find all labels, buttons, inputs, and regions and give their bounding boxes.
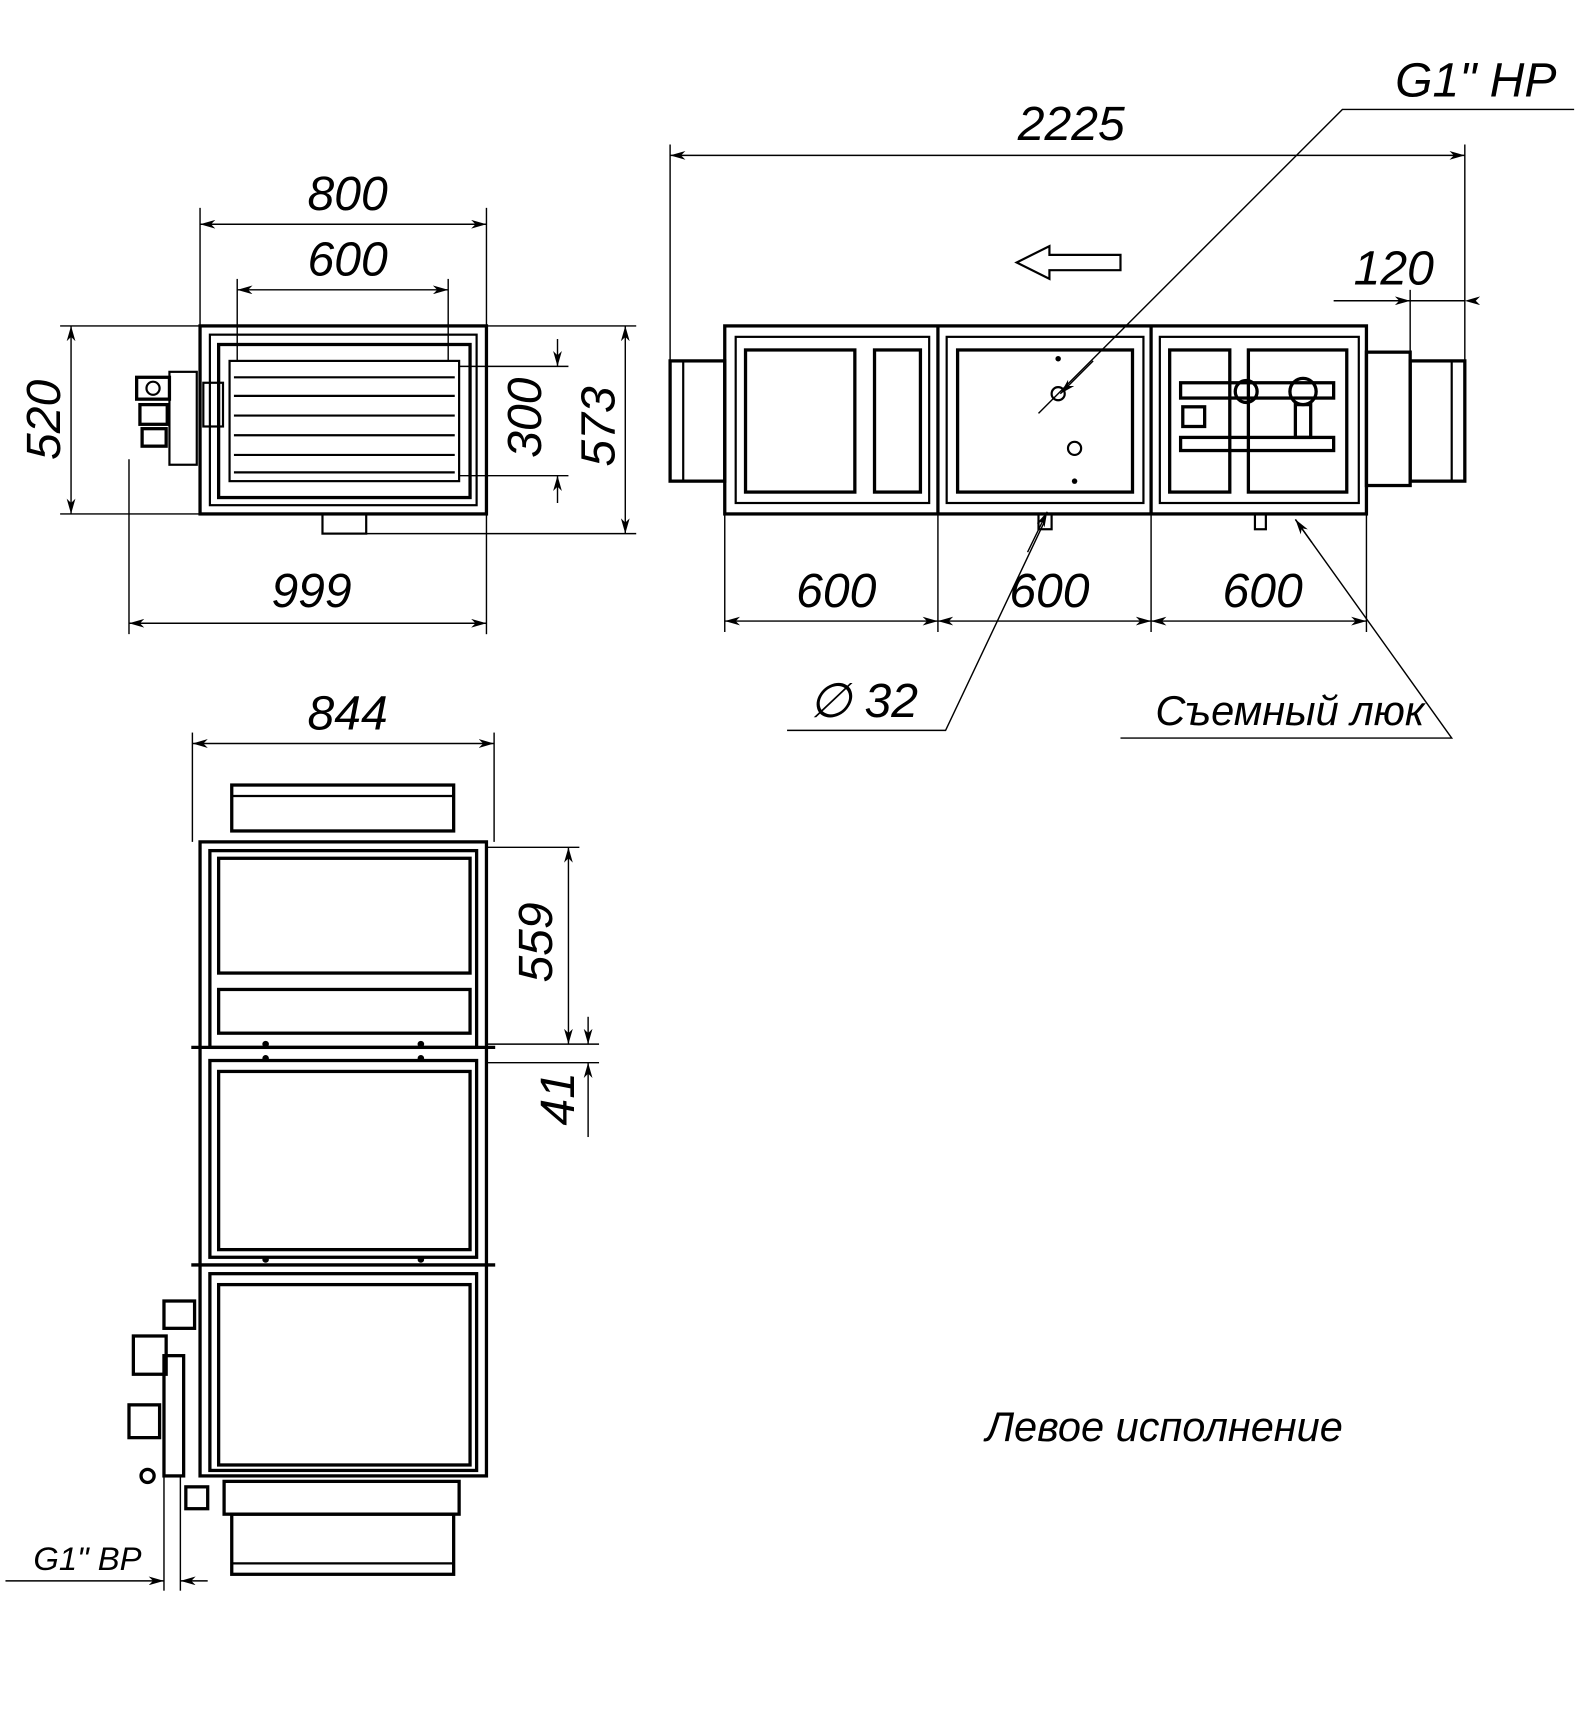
airflow-arrow-icon xyxy=(1014,244,1122,281)
front-view: 800 600 520 300 573 999 xyxy=(17,167,637,635)
dim-520: 520 xyxy=(17,380,71,460)
dim-120: 120 xyxy=(1354,241,1434,295)
callout-hatch: Съемный люк xyxy=(1155,687,1425,734)
dim-lines-side xyxy=(669,108,1575,739)
dim-section-3: 600 xyxy=(1222,564,1302,618)
variant-label: Левое исполнение xyxy=(983,1403,1343,1450)
dim-lines-top xyxy=(5,732,600,1591)
dim-559: 559 xyxy=(509,902,563,982)
piping-unit xyxy=(135,370,198,466)
dim-section-1: 600 xyxy=(796,564,876,618)
side-view: 2225 120 600 600 600 G1" НР ∅ 32 Съемный… xyxy=(668,53,1575,739)
dim-600-front: 600 xyxy=(308,233,388,287)
callout-outlet: G1" НР xyxy=(1395,53,1556,107)
damper-louvers xyxy=(233,376,455,474)
mixing-unit xyxy=(1178,376,1336,453)
dim-lines-front xyxy=(60,207,637,635)
dim-999: 999 xyxy=(271,564,351,618)
top-view: 844 559 41 G1" ВР xyxy=(5,686,600,1591)
dim-573: 573 xyxy=(571,386,625,466)
dim-section-2: 600 xyxy=(1009,564,1089,618)
piping-unit-top xyxy=(127,1299,210,1511)
dim-844: 844 xyxy=(308,686,388,740)
dim-800: 800 xyxy=(308,167,388,221)
dim-41: 41 xyxy=(531,1072,585,1125)
callout-inlet: G1" ВР xyxy=(33,1540,141,1577)
dim-300: 300 xyxy=(498,377,552,457)
callout-drain: ∅ 32 xyxy=(809,674,918,728)
dim-2225: 2225 xyxy=(1017,97,1125,151)
